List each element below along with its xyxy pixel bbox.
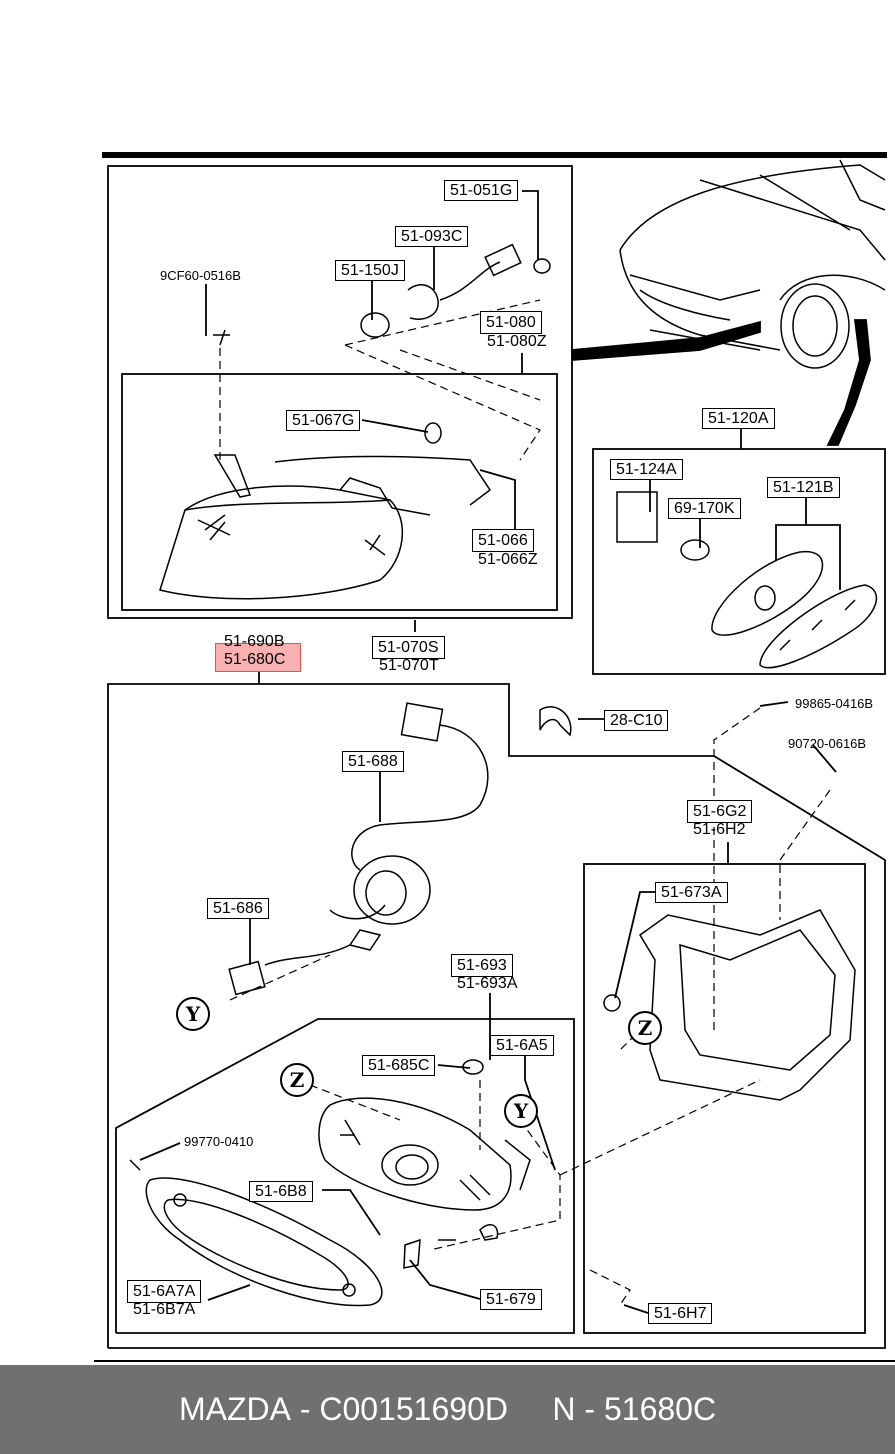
label-90720-0616b[interactable]: 90720-0616B [788, 736, 867, 751]
label-51-6a5[interactable]: 51-6A5 [490, 1035, 554, 1056]
label-51-051g[interactable]: 51-051G [444, 180, 519, 201]
label-51-693[interactable]: 51-693 [451, 954, 513, 977]
footer-part-number: 51680C [603, 1391, 717, 1427]
car-front-drawing [619, 159, 886, 369]
label-51-150j[interactable]: 51-150J [335, 260, 405, 281]
top-rule [102, 152, 887, 158]
footer-separator-2: - [575, 1391, 604, 1427]
label-51-686[interactable]: 51-686 [207, 898, 269, 919]
label-51-070t[interactable]: 51-070T [379, 657, 439, 674]
label-51-6b8[interactable]: 51-6B8 [249, 1181, 313, 1202]
turn-signal-lamp-drawing [159, 243, 551, 600]
parts-diagram [94, 152, 895, 1362]
label-69-170k[interactable]: 69-170K [668, 498, 741, 519]
label-51-067g[interactable]: 51-067G [286, 410, 361, 431]
footer-part-prefix: N [552, 1391, 576, 1427]
label-51-080[interactable]: 51-080 [480, 311, 542, 334]
label-51-680c[interactable]: 51-680C [224, 651, 286, 668]
fog-lamp-housing-drawing [129, 1059, 531, 1307]
label-51-080z[interactable]: 51-080Z [487, 333, 547, 350]
label-51-693a[interactable]: 51-693A [457, 975, 518, 992]
fog-lamp-outline [107, 683, 886, 1349]
label-51-093c[interactable]: 51-093C [395, 226, 469, 247]
label-99865-0416b[interactable]: 99865-0416B [795, 696, 874, 711]
label-51-080-line1: 51-080 [486, 314, 536, 331]
label-51-6h2[interactable]: 51-6H2 [693, 821, 746, 838]
fog-sub-outline [115, 1018, 575, 1334]
label-51-124a[interactable]: 51-124A [610, 459, 683, 480]
label-28-c10[interactable]: 28-C10 [604, 710, 669, 731]
label-51-6a7a[interactable]: 51-6A7A [127, 1280, 202, 1303]
label-51-121b[interactable]: 51-121B [767, 477, 840, 498]
side-marker-drawing [616, 491, 877, 669]
label-51-685c[interactable]: 51-685C [362, 1055, 436, 1076]
label-51-690b[interactable]: 51-690B [224, 633, 285, 650]
lamp-sub-box [121, 373, 558, 611]
label-99770-0410[interactable]: 99770-0410 [184, 1134, 254, 1149]
label-51-6b7a[interactable]: 51-6B7A [133, 1301, 196, 1318]
label-51-6g2[interactable]: 51-6G2 [687, 800, 753, 823]
car-pointer-right [826, 319, 871, 446]
label-51-066z[interactable]: 51-066Z [478, 551, 538, 568]
marker-z-left: Z [280, 1063, 314, 1097]
part-highlight [215, 643, 301, 672]
turn-signal-box [107, 165, 573, 619]
label-51-673a[interactable]: 51-673A [655, 882, 728, 903]
fog-lamp-harness-drawing [228, 702, 572, 996]
side-marker-box [592, 448, 886, 675]
footer-gap [508, 1391, 552, 1428]
marker-y-left: Y [176, 997, 210, 1031]
footer-separator: - [290, 1391, 320, 1427]
label-51-070s[interactable]: 51-070S [372, 636, 445, 659]
car-pointer-left [571, 320, 761, 361]
label-51-120a[interactable]: 51-120A [702, 408, 775, 429]
bracket-drawing [603, 909, 856, 1101]
marker-y-right: Y [504, 1094, 538, 1128]
label-51-679[interactable]: 51-679 [480, 1289, 542, 1310]
footer-bar: MAZDA - C00151690D N - 51680C [0, 1365, 895, 1454]
label-9cf60-0516b[interactable]: 9CF60-0516B [160, 268, 241, 283]
bracket-box [583, 863, 866, 1334]
footer-brand: MAZDA [178, 1391, 291, 1427]
footer-catalog-code: C00151690D [319, 1391, 508, 1427]
marker-z-right: Z [628, 1011, 662, 1045]
label-51-688[interactable]: 51-688 [342, 751, 404, 772]
label-51-066[interactable]: 51-066 [472, 529, 534, 552]
label-51-6h7[interactable]: 51-6H7 [648, 1303, 713, 1324]
